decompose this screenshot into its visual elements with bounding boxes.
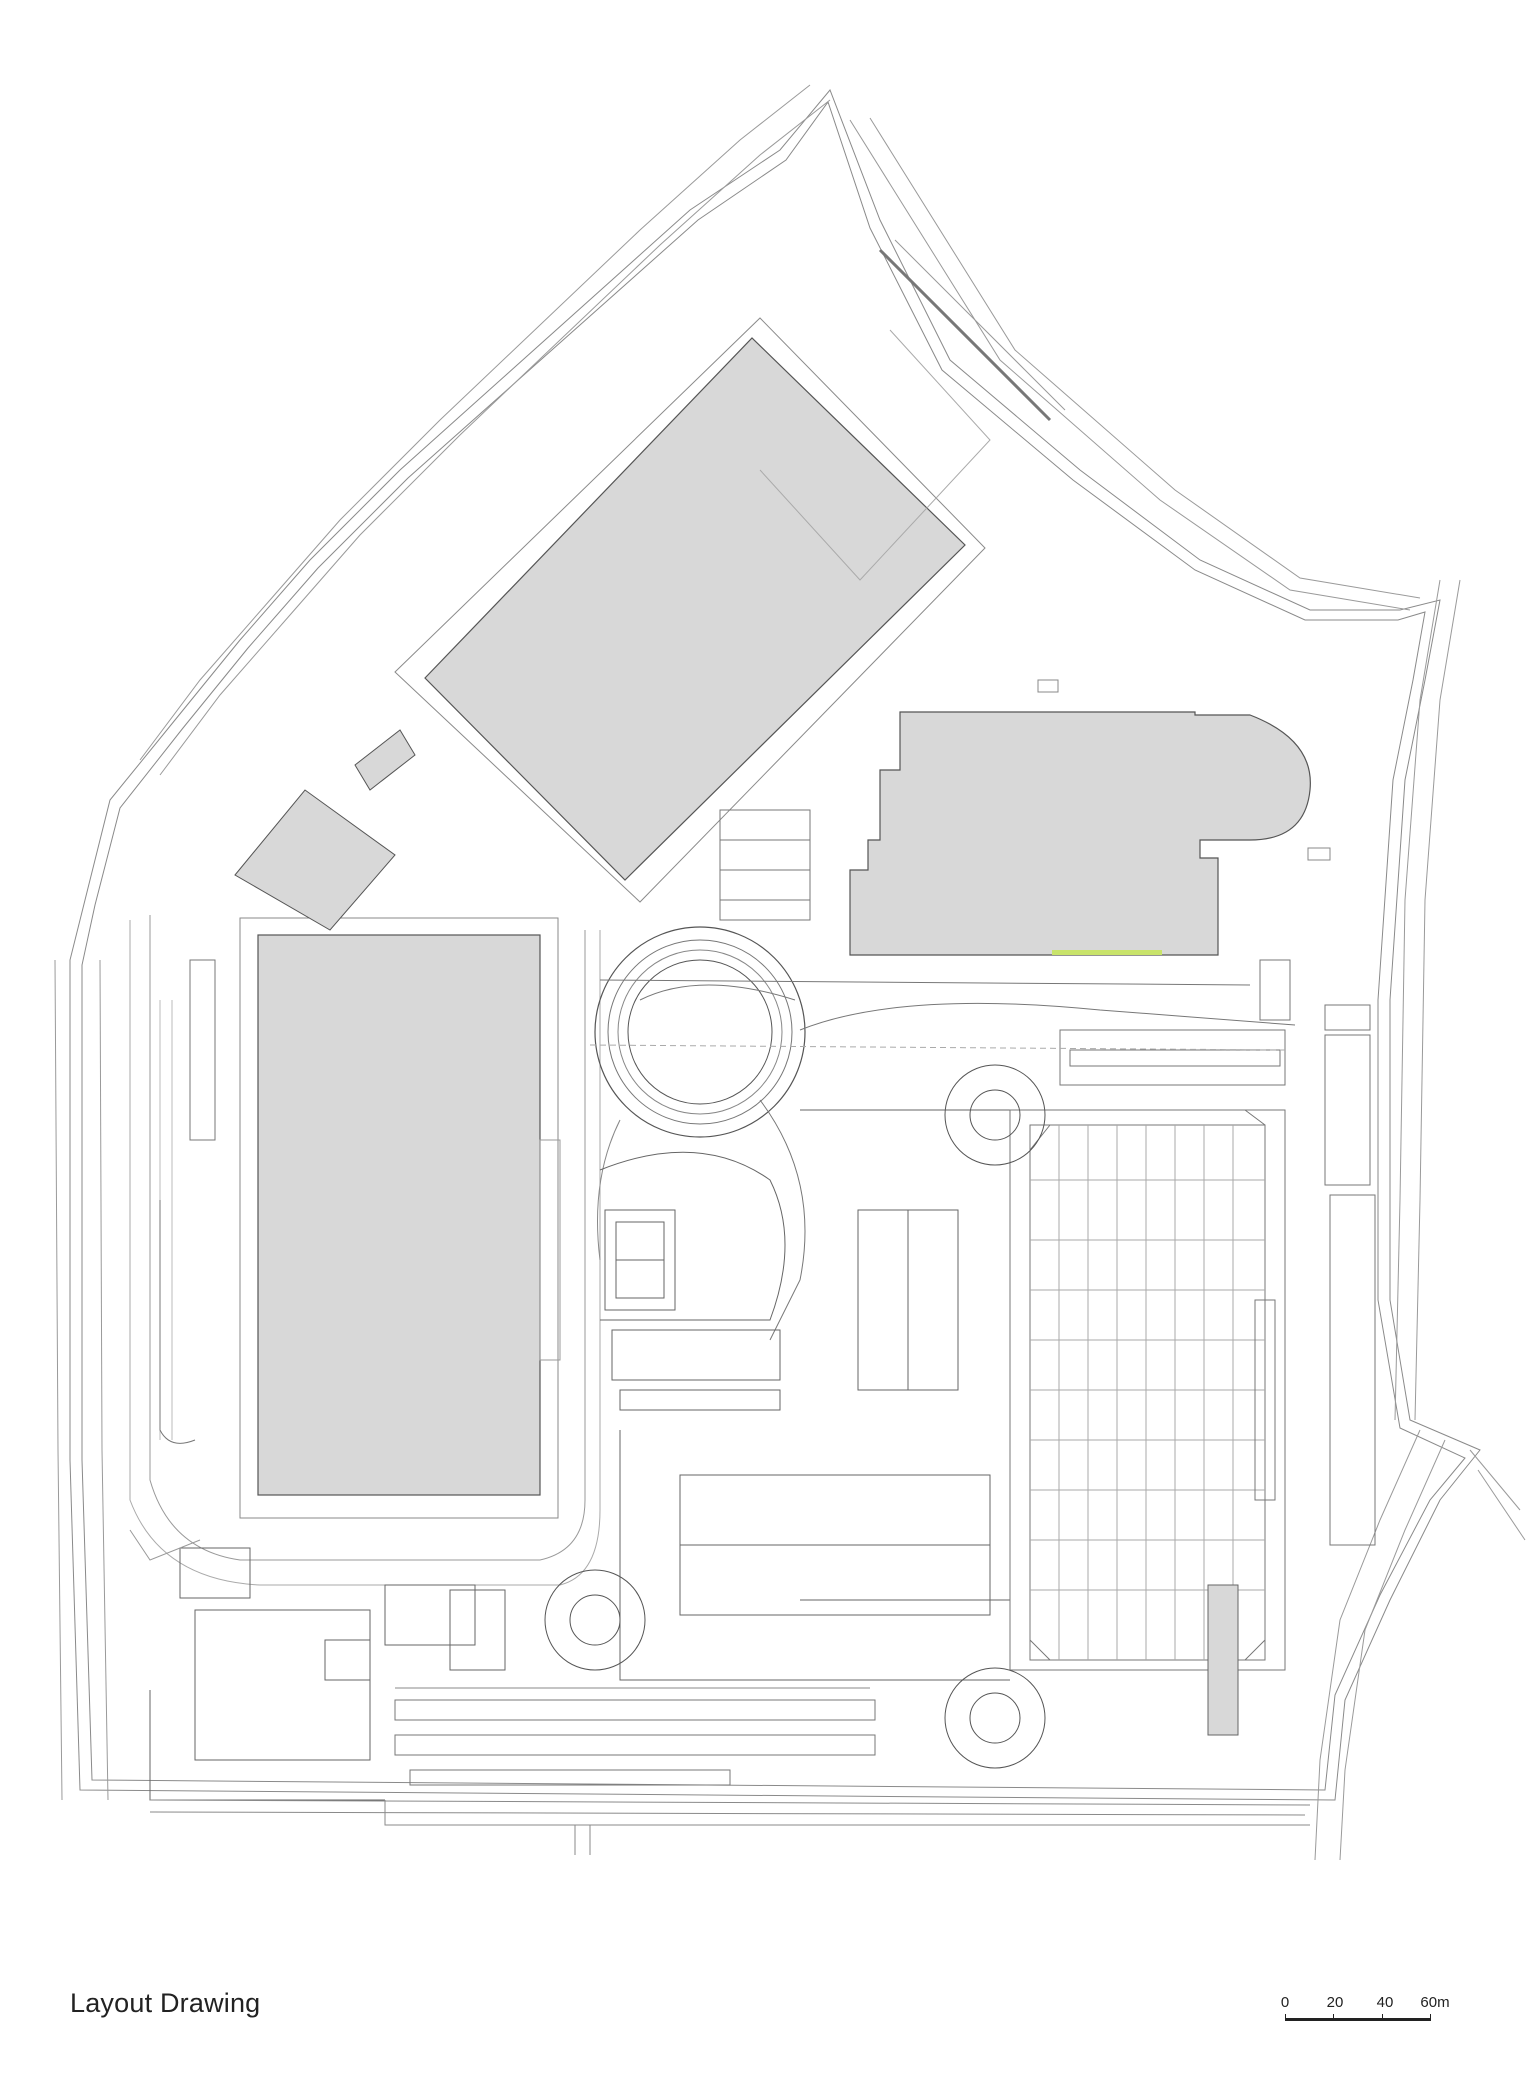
parking-rows	[159, 959, 1376, 1786]
ring-structure	[594, 926, 1296, 1341]
circular-ramps	[544, 1064, 1046, 1769]
scale-label-0: 0	[1280, 1994, 1290, 2011]
grid-hall	[1009, 1109, 1286, 1736]
misc-structures	[589, 809, 1371, 1051]
scale-bar: 0 20 40 60m	[1281, 1994, 1460, 2038]
scale-tick	[1430, 2014, 1431, 2021]
west-road	[54, 959, 201, 1801]
sw-service-block	[149, 1547, 870, 1801]
scale-tick	[1333, 2014, 1334, 2021]
west-warehouse	[129, 915, 601, 1586]
scale-label-40: 40	[1376, 1994, 1394, 2011]
drawing-caption: Layout Drawing	[70, 1988, 261, 2018]
north-road	[139, 84, 1421, 776]
scale-tick	[1382, 2014, 1383, 2021]
scale-label-20: 20	[1326, 1994, 1344, 2011]
south-boundary	[149, 1799, 1311, 1855]
scale-line	[1285, 2018, 1431, 2021]
scale-label-60m: 60m	[1420, 1994, 1450, 2011]
central-blocks	[619, 1109, 1011, 1681]
nw-annex	[234, 729, 416, 931]
north-warehouse	[394, 239, 1066, 903]
scale-tick	[1285, 2014, 1286, 2021]
east-building	[849, 679, 1331, 956]
east-road	[1314, 579, 1526, 1861]
court-zone	[599, 1151, 786, 1411]
